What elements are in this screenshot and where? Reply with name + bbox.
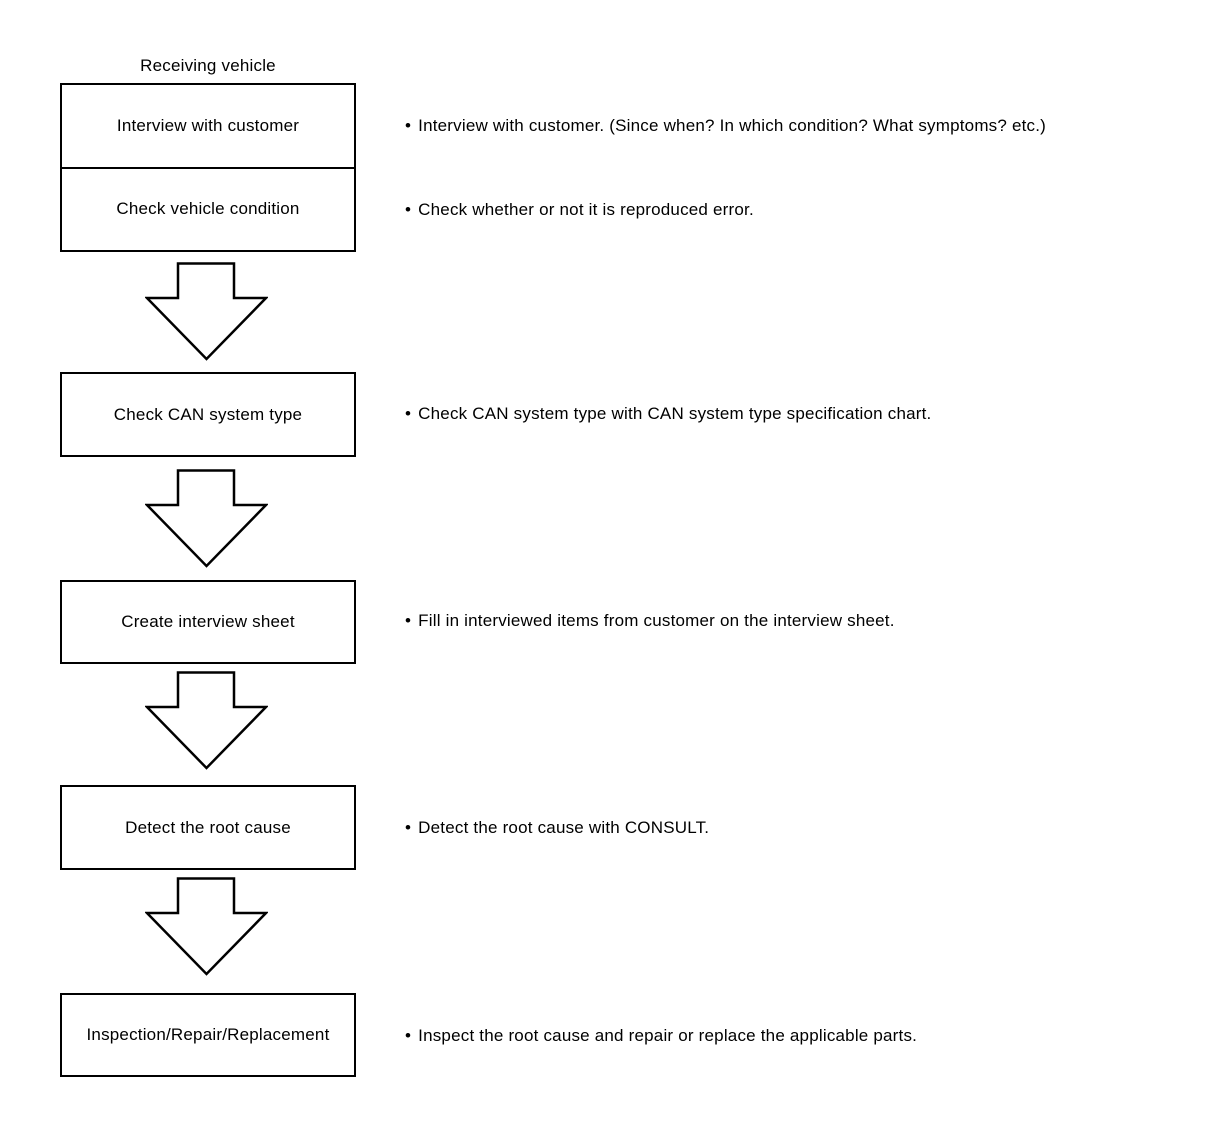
- note-text: Check CAN system type with CAN system ty…: [418, 404, 932, 423]
- flow-box-receiving-vehicle: Interview with customer Check vehicle co…: [60, 83, 356, 252]
- bullet-icon: •: [405, 818, 412, 837]
- flow-box-check-can-system-type: Check CAN system type: [60, 372, 356, 457]
- bullet-icon: •: [405, 200, 412, 219]
- down-arrow-icon: [145, 469, 268, 568]
- note-text: Interview with customer. (Since when? In…: [418, 116, 1047, 135]
- note-inspect-repair-replace: • Inspect the root cause and repair or re…: [405, 1026, 917, 1046]
- flow-step-check-can-system-type: Check CAN system type: [113, 404, 303, 424]
- flow-box-create-interview-sheet: Create interview sheet: [60, 580, 356, 664]
- flow-step-inspection-repair-replacement: Inspection/Repair/Replacement: [86, 1025, 330, 1044]
- bullet-icon: •: [405, 611, 412, 630]
- flow-title: Receiving vehicle: [140, 56, 276, 75]
- bullet-icon: •: [405, 404, 412, 423]
- note-fill-interview-sheet: • Fill in interviewed items from customer…: [405, 611, 895, 631]
- note-interview-with-customer: • Interview with customer. (Since when? I…: [405, 116, 1046, 136]
- bullet-icon: •: [405, 116, 412, 135]
- note-check-can-system-type: • Check CAN system type with CAN system t…: [405, 404, 931, 424]
- note-check-reproduced-error: • Check whether or not it is reproduced e…: [405, 200, 754, 220]
- flow-step-interview-with-customer: Interview with customer: [62, 85, 354, 169]
- flow-step-check-vehicle-condition: Check vehicle condition: [116, 199, 300, 219]
- note-text: Detect the root cause with CONSULT.: [418, 818, 710, 837]
- bullet-icon: •: [405, 1026, 412, 1045]
- note-detect-with-consult: • Detect the root cause with CONSULT.: [405, 818, 709, 838]
- down-arrow-icon: [145, 671, 268, 770]
- down-arrow-icon: [145, 877, 268, 976]
- note-text: Check whether or not it is reproduced er…: [418, 200, 754, 219]
- flow-box-inspection-repair-replacement: Inspection/Repair/Replacement: [60, 993, 356, 1077]
- flow-box-detect-root-cause: Detect the root cause: [60, 785, 356, 870]
- note-text: Fill in interviewed items from customer …: [418, 611, 895, 630]
- note-text: Inspect the root cause and repair or rep…: [418, 1026, 918, 1045]
- flow-step-create-interview-sheet: Create interview sheet: [121, 612, 295, 631]
- down-arrow-icon: [145, 262, 268, 361]
- flow-step-detect-root-cause: Detect the root cause: [125, 817, 291, 837]
